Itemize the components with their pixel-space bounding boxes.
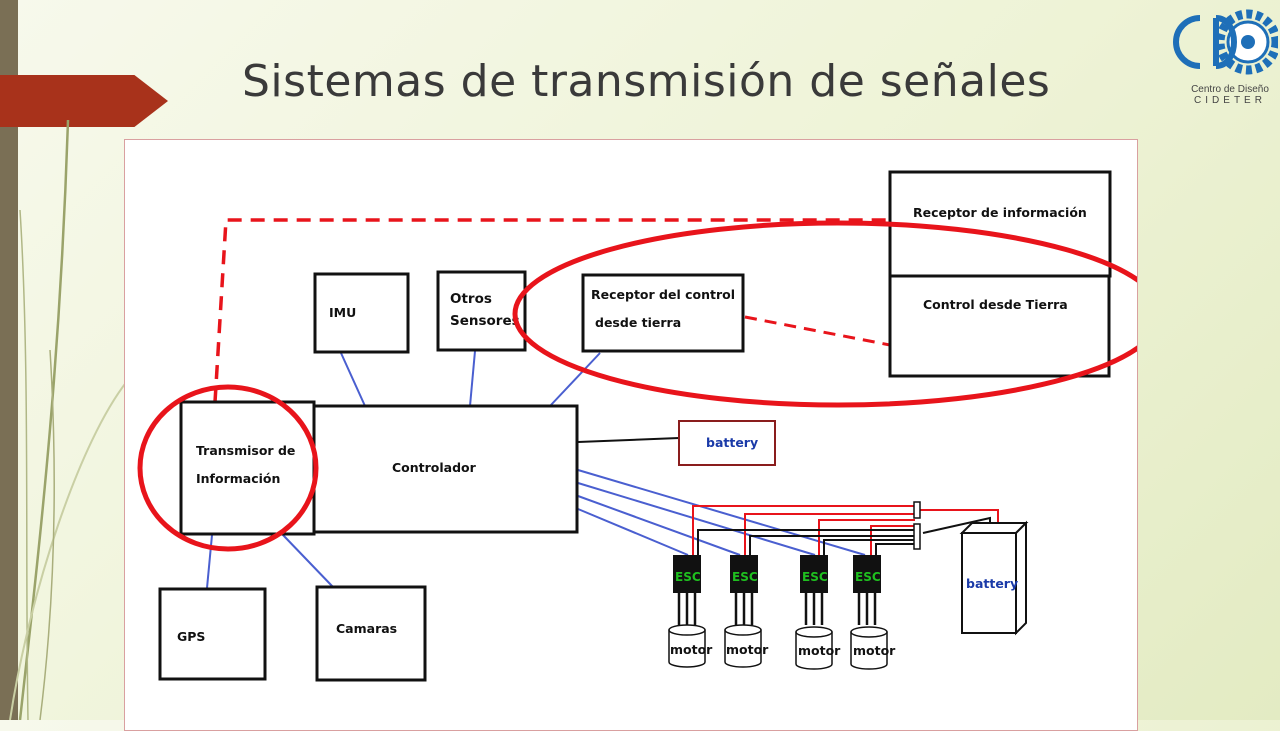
imu-box <box>313 272 410 354</box>
imu-label: IMU <box>329 305 356 320</box>
controlador-label: Controlador <box>392 460 477 475</box>
receptor-control-label-1: Receptor del control <box>591 287 735 302</box>
system-diagram: Receptor de información Control desde Ti… <box>124 139 1138 731</box>
esc-label-1: ESC <box>675 570 701 584</box>
esc-label-2: ESC <box>732 570 758 584</box>
slide-title: Sistemas de transmisión de señales <box>242 56 1051 107</box>
gear-logo-icon <box>1173 9 1278 75</box>
control-tierra-label: Control desde Tierra <box>923 297 1068 312</box>
controlador-box <box>312 404 579 534</box>
logo-caption: Centro de Diseño CIDETER <box>1182 84 1278 106</box>
otros-sensores-label-1: Otros <box>450 291 492 307</box>
battery-line <box>577 437 680 443</box>
highlight-ellipse-ground <box>512 220 1137 408</box>
esc-unit-2: ESC motor <box>724 555 769 668</box>
title-arrow-shape <box>0 75 168 127</box>
transmisor-box <box>179 400 316 536</box>
connector-blocks <box>913 501 921 550</box>
otros-sensores-box <box>436 270 527 352</box>
esc-label-4: ESC <box>855 570 881 584</box>
battery-small-label: battery <box>706 435 758 450</box>
esc-label-3: ESC <box>802 570 828 584</box>
battery-big-label: battery <box>966 576 1018 591</box>
camaras-box <box>315 585 427 682</box>
logo-line2: CIDETER <box>1194 95 1266 106</box>
battery-big-box <box>959 520 1029 636</box>
transmisor-label-1: Transmisor de <box>196 443 295 458</box>
diagram-canvas: Receptor de información Control desde Ti… <box>137 170 1137 682</box>
motor-label-3: motor <box>798 643 841 658</box>
motor-label-2: motor <box>726 642 769 657</box>
telemetry-link <box>213 218 890 403</box>
battery-small-box <box>678 420 776 466</box>
esc-unit-3: ESC motor <box>795 555 841 670</box>
control-tierra-box <box>888 274 1111 378</box>
logo-line1: Centro de Diseño <box>1191 84 1269 95</box>
control-link <box>744 315 891 347</box>
decorative-swoosh <box>9 120 129 720</box>
power-wiring <box>692 505 999 555</box>
esc-connections <box>577 469 866 556</box>
highlight-ellipse-transmitter <box>137 384 319 552</box>
receptor-control-box <box>581 273 745 353</box>
sensor-connections <box>206 350 601 589</box>
esc-unit-4: ESC motor <box>850 555 896 670</box>
otros-sensores-label-2: Sensores <box>450 313 520 329</box>
motor-label-4: motor <box>853 643 896 658</box>
transmisor-label-2: Información <box>196 471 280 486</box>
receptor-informacion-label: Receptor de información <box>913 205 1087 220</box>
gps-label: GPS <box>177 629 205 644</box>
cideter-logo: Centro de Diseño CIDETER <box>1160 4 1278 106</box>
gps-box <box>158 587 267 681</box>
receptor-control-label-2: desde tierra <box>595 315 681 330</box>
left-accent-bar <box>0 0 18 720</box>
camaras-label: Camaras <box>336 621 397 636</box>
esc-unit-1: ESC motor <box>668 555 713 668</box>
motor-label-1: motor <box>670 642 713 657</box>
